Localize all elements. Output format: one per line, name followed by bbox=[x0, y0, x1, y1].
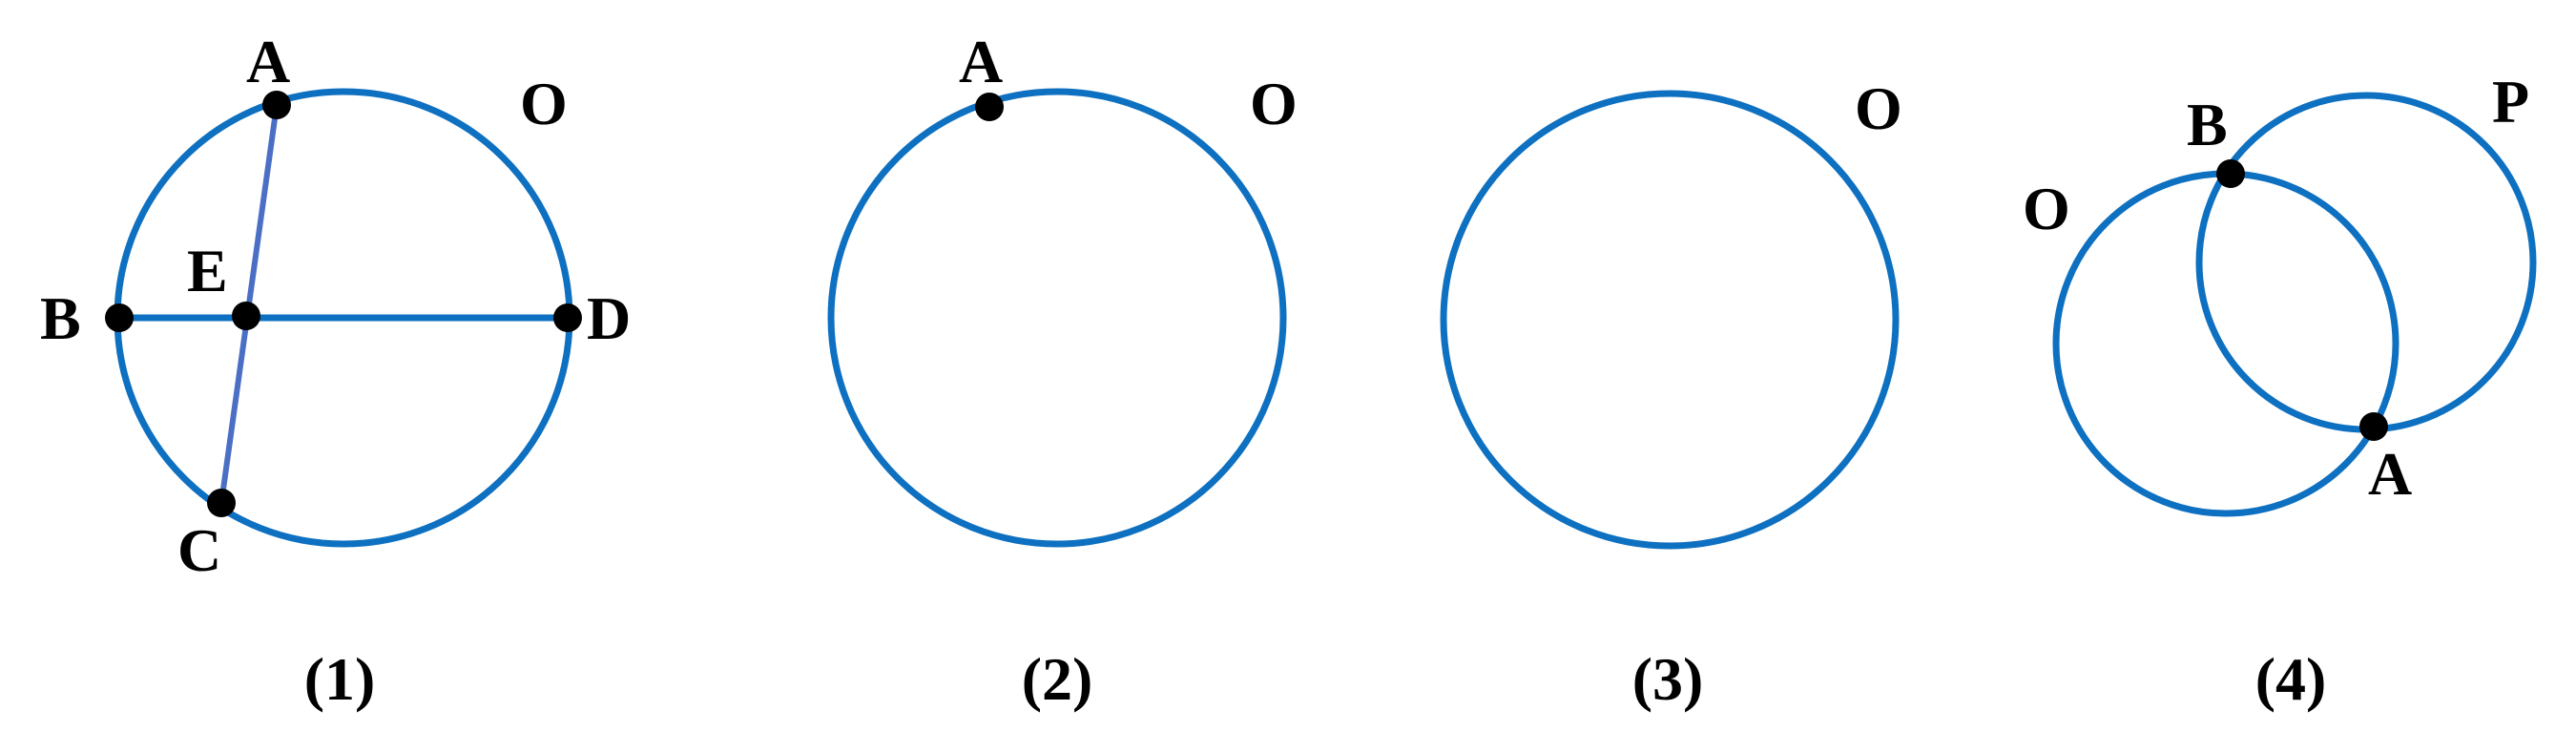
circle-o bbox=[2052, 170, 2399, 517]
point-c bbox=[207, 489, 236, 517]
caption-1: (1) bbox=[304, 645, 376, 713]
label-o: O bbox=[2023, 175, 2070, 242]
figure-3: O (3) bbox=[1440, 74, 1902, 713]
label-b: B bbox=[2187, 91, 2228, 158]
point-b bbox=[105, 303, 134, 332]
point-a bbox=[975, 93, 1004, 121]
point-b bbox=[2216, 159, 2245, 188]
caption-2: (2) bbox=[1022, 645, 1093, 713]
label-e: E bbox=[187, 237, 228, 304]
label-d: D bbox=[587, 284, 631, 352]
label-o: O bbox=[1250, 70, 1298, 137]
point-d bbox=[553, 303, 582, 332]
circle-p bbox=[2195, 92, 2537, 433]
caption-3: (3) bbox=[1632, 645, 1704, 713]
label-b: B bbox=[40, 284, 81, 352]
point-e bbox=[232, 302, 260, 330]
label-o: O bbox=[1855, 74, 1902, 142]
label-a: A bbox=[2368, 440, 2412, 508]
circle-o bbox=[827, 88, 1287, 548]
figure-1: A O B E D C (1) bbox=[40, 28, 631, 713]
label-a: A bbox=[959, 28, 1003, 95]
circle-o bbox=[1440, 90, 1900, 550]
figure-4: B P O A (4) bbox=[2023, 68, 2537, 713]
label-a: A bbox=[246, 28, 290, 95]
label-p: P bbox=[2492, 68, 2529, 136]
label-o: O bbox=[520, 70, 568, 137]
point-a bbox=[262, 91, 291, 119]
caption-4: (4) bbox=[2255, 645, 2327, 713]
point-a bbox=[2359, 412, 2388, 441]
figure-2: A O (2) bbox=[827, 28, 1298, 713]
label-c: C bbox=[177, 516, 221, 584]
